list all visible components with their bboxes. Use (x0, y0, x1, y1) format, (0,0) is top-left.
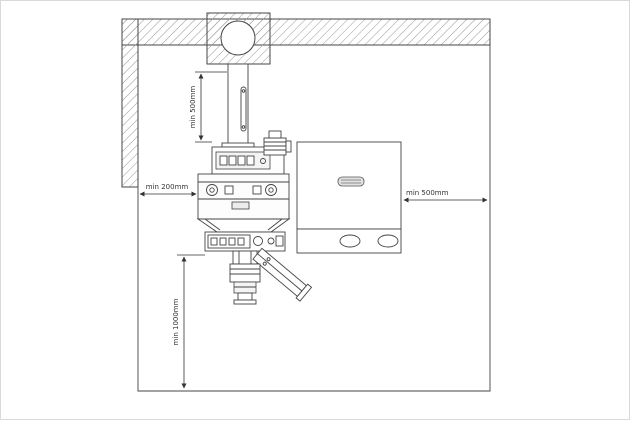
bracket-bolt (241, 125, 246, 129)
panel-key (237, 237, 245, 246)
burner-button (219, 155, 228, 166)
pipe-bolt (266, 257, 271, 262)
tank-opening (377, 234, 399, 248)
filler-cap-right-center (268, 187, 274, 193)
auger-neck (232, 250, 258, 265)
burner-button (228, 155, 237, 166)
dimension-right-clearance: min 500mm (403, 189, 488, 203)
dimension-label-left: min 200mm (146, 183, 189, 191)
funnel-edge (267, 218, 283, 231)
dimension-left-clearance: min 200mm (139, 183, 197, 197)
dimension-front-clearance: min 1000mm (172, 254, 205, 389)
panel-switch (275, 235, 284, 247)
boiler-body (197, 173, 290, 220)
panel-key (210, 237, 218, 246)
motor-outlet (285, 140, 292, 153)
feed-pipe (252, 247, 313, 302)
panel-key (228, 237, 236, 246)
nameplate (231, 201, 250, 210)
left-wall-hatched (121, 18, 139, 188)
motor-cap (268, 130, 282, 139)
tank-opening (339, 234, 361, 248)
gearbox (229, 263, 261, 283)
room-outline (137, 45, 491, 392)
motor-lower (233, 281, 257, 294)
boiler-unit (196, 130, 313, 305)
bracket-bolt (241, 89, 246, 93)
body-fitting (224, 185, 234, 195)
panel-dial (253, 236, 263, 246)
burner-button (246, 155, 255, 166)
tank-lower-band (296, 228, 402, 254)
pipe-bolt (262, 261, 267, 266)
motor-foot (237, 292, 253, 301)
dimension-label-flue: min 500mm (189, 86, 197, 129)
dimension-flue-clearance: min 500mm (189, 71, 227, 143)
panel-key (219, 237, 227, 246)
fuel-tank (296, 141, 402, 254)
room-walls (121, 12, 491, 392)
panel-dial-small (267, 237, 275, 245)
filler-cap-left (206, 184, 218, 196)
hopper-funnel (196, 218, 291, 233)
feed-pipe-flange (295, 283, 313, 302)
burner-knob (260, 158, 266, 164)
motor-base (233, 299, 257, 305)
filler-cap-right (265, 184, 277, 196)
body-fitting (252, 185, 262, 195)
tank-handle-slot (337, 176, 365, 187)
funnel-edge (204, 218, 221, 231)
burner-button (237, 155, 246, 166)
dimension-label-front: min 1000mm (172, 298, 180, 345)
filler-cap-left-center (209, 187, 215, 193)
top-wall-hatched (121, 18, 491, 46)
flue-duct (227, 63, 249, 146)
dimension-label-right: min 500mm (406, 189, 449, 197)
fan-motor (263, 137, 287, 156)
chimney-flue-circle (220, 20, 256, 56)
feed-pipe-seam (257, 253, 303, 292)
flue-duct-bracket (240, 86, 247, 132)
burner-flange (221, 142, 255, 148)
